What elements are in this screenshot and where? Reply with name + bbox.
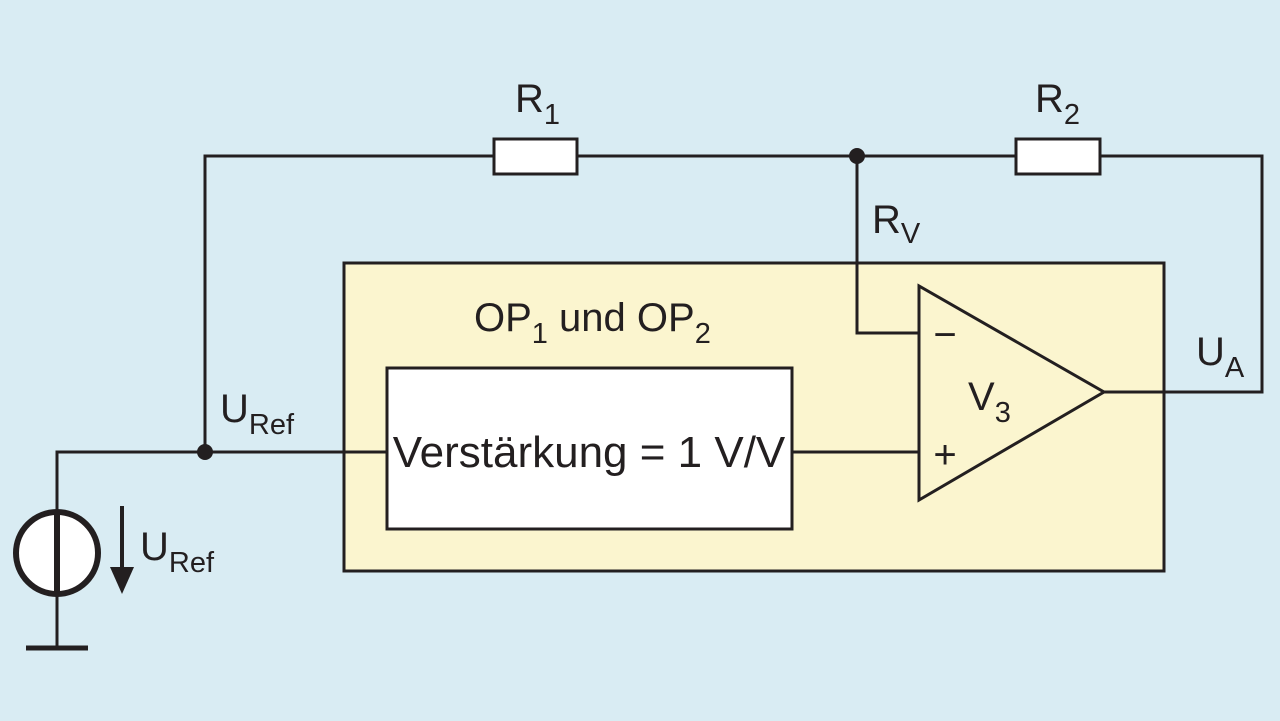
buffer-label: Verstärkung = 1 V/V (393, 428, 786, 477)
wire-source-to-node (55, 450, 387, 512)
resistor-r2 (1014, 137, 1102, 176)
wire-rv-to-inverting (855, 156, 919, 335)
r1-sub: 1 (544, 99, 560, 131)
buffer-box (385, 366, 794, 531)
ua-label: UA (1196, 330, 1245, 384)
junction-node-uref (197, 444, 213, 460)
rv-main: R (872, 198, 901, 242)
op-block-title: OP1 und OP2 (474, 296, 711, 350)
uref-source-label: URef (140, 525, 215, 579)
op-block-mid: und OP (548, 296, 695, 340)
ua-sub: A (1225, 352, 1245, 384)
wire-top-left (203, 154, 494, 452)
v3-sub: 3 (995, 397, 1011, 429)
op-block-sub1: 1 (532, 318, 548, 350)
r1-main: R (515, 77, 544, 121)
uref-node-sub: Ref (249, 409, 295, 441)
r2-sub: 2 (1064, 99, 1080, 131)
r2-main: R (1035, 77, 1064, 121)
v3-main: V (968, 375, 995, 419)
opamp-v3-triangle (917, 283, 1107, 503)
opamp-plus-sign: + (933, 433, 956, 477)
opamp-v3-label: V3 (968, 375, 1011, 429)
op-block-part1: OP (474, 296, 532, 340)
r2-label: R2 (1035, 77, 1080, 131)
uref-node-main: U (220, 387, 249, 431)
voltage-source-icon (13, 509, 101, 597)
resistor-r1 (492, 137, 579, 176)
op-block-sub2: 2 (695, 318, 711, 350)
ua-main: U (1196, 330, 1225, 374)
arrow-down-icon (110, 506, 134, 594)
r1-label: R1 (515, 77, 560, 131)
junction-node-top (849, 148, 865, 164)
rv-label: RV (872, 198, 921, 250)
rv-sub: V (901, 218, 921, 250)
wires (55, 154, 1264, 648)
uref-node-label: URef (220, 387, 295, 441)
opamp-minus-sign: − (933, 313, 956, 357)
uref-source-sub: Ref (169, 547, 215, 579)
uref-source-main: U (140, 525, 169, 569)
wire-r2-to-output (1100, 154, 1264, 394)
